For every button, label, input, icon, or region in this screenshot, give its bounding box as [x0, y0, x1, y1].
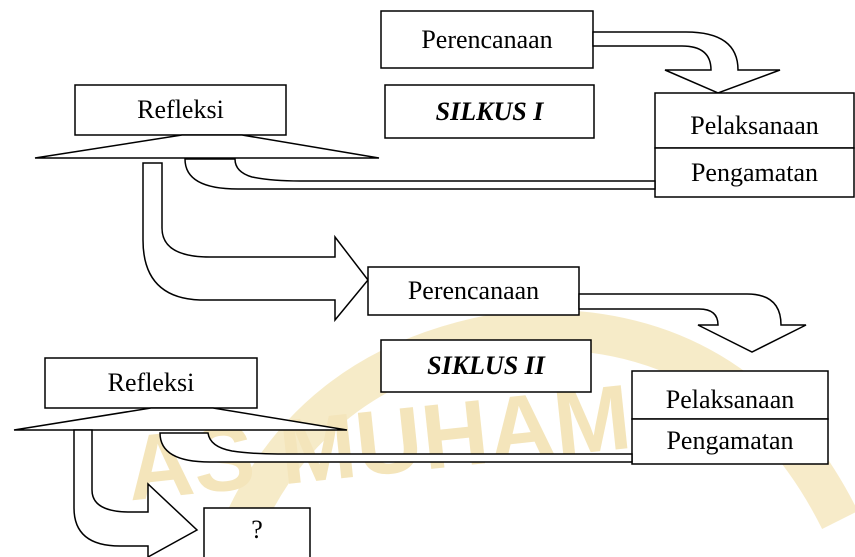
cycle2-reflection-box [44, 357, 258, 409]
next-step-label: ? [251, 515, 263, 544]
next-step-arrow [73, 429, 199, 557]
cycle1-acting-box [654, 92, 855, 149]
cycle-transition-arrow [142, 162, 369, 323]
cycle2-plan-to-act-arrow [578, 293, 807, 353]
next-step-box [203, 507, 311, 557]
cycle1-acting-label: Pelaksanaan [690, 110, 819, 140]
cycle1-title-box [384, 84, 595, 139]
cycle2-observing-label: Pengamatan [666, 426, 794, 455]
cycle2-reflection-label: Refleksi [107, 368, 195, 397]
cycle1-observing-box [654, 147, 855, 198]
cycle2-planning-label: Perencanaan [407, 276, 540, 305]
cycle2-planning-box [367, 266, 580, 316]
cycle2-observing-box [631, 418, 829, 465]
cycle1-planning-box [380, 10, 594, 69]
cycle2-return-arrow [159, 432, 633, 463]
cycle1-plan-to-act-arrow [592, 31, 781, 94]
cycle1-title: SILKUS I [435, 96, 544, 126]
cycle1-reflection-wedge [34, 134, 380, 159]
cycle1-observing-label: Pengamatan [690, 158, 819, 187]
cycle1-reflection-box [74, 84, 287, 136]
cycle2-reflection-wedge [13, 407, 348, 431]
cycle2-acting-label: Pelaksanaan [665, 385, 795, 414]
cycle1-return-arrow [184, 158, 656, 190]
cycle1-reflection-label: Refleksi [137, 95, 224, 124]
cycle2-title: SIKLUS II [427, 351, 545, 380]
cycle2-title-box [380, 339, 592, 393]
cycle1-planning-label: Perencanaan [421, 24, 553, 54]
cycle2-acting-box [631, 370, 829, 420]
